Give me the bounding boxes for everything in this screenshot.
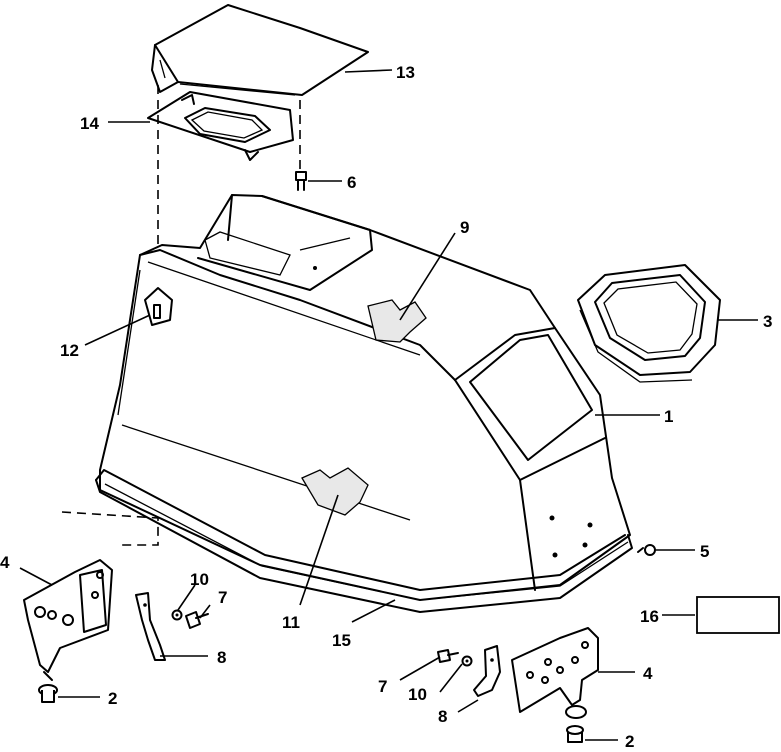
label-part-16 (696, 596, 780, 634)
callout-10-right: 10 (408, 685, 427, 704)
callout-14: 14 (80, 114, 99, 133)
alignment-line-bracket (61, 511, 159, 546)
bottom-seal-part (95, 469, 633, 613)
callout-7-right: 7 (378, 677, 387, 696)
callout-9: 9 (460, 218, 469, 237)
decal-part-11 (301, 467, 369, 516)
callout-5: 5 (700, 542, 709, 561)
callout-1: 1 (664, 407, 673, 426)
callout-3: 3 (763, 312, 772, 331)
grommet-part-5 (637, 544, 656, 556)
screw-part-7-right (437, 649, 459, 663)
hole-plug-part-12 (144, 287, 173, 326)
callout-4-left: 4 (0, 553, 10, 572)
washer-part-10-right (461, 655, 473, 667)
callout-8-left: 8 (217, 648, 226, 667)
main-cowl-part (99, 194, 631, 601)
screw-part-6 (295, 171, 307, 191)
callout-6: 6 (347, 173, 356, 192)
top-cover-part (151, 4, 369, 96)
callout-12: 12 (60, 341, 79, 360)
callout-13: 13 (396, 63, 415, 82)
clip-part-8-left (135, 592, 166, 661)
leader-lines (19, 69, 758, 741)
callout-7-left: 7 (218, 588, 227, 607)
mount-bracket-right (511, 627, 599, 713)
cover-frame-part (147, 91, 294, 161)
callout-4-right: 4 (643, 664, 653, 683)
clip-part-8-right (473, 645, 501, 697)
callout-8-right: 8 (438, 707, 447, 726)
decal-part-9 (367, 299, 427, 343)
callout-2-left: 2 (108, 689, 117, 708)
callout-11: 11 (282, 613, 300, 632)
mount-bracket-left (23, 559, 113, 681)
screw-part-7-left (185, 611, 209, 629)
fastener-part-2-left (38, 684, 58, 703)
callout-15: 15 (332, 631, 351, 650)
callout-10-left: 10 (190, 570, 209, 589)
window-trim-part (577, 264, 721, 383)
fastener-part-2-right (565, 705, 587, 743)
callout-2-right: 2 (625, 732, 634, 751)
washer-part-10-left (171, 609, 183, 621)
callout-16: 16 (640, 607, 659, 626)
